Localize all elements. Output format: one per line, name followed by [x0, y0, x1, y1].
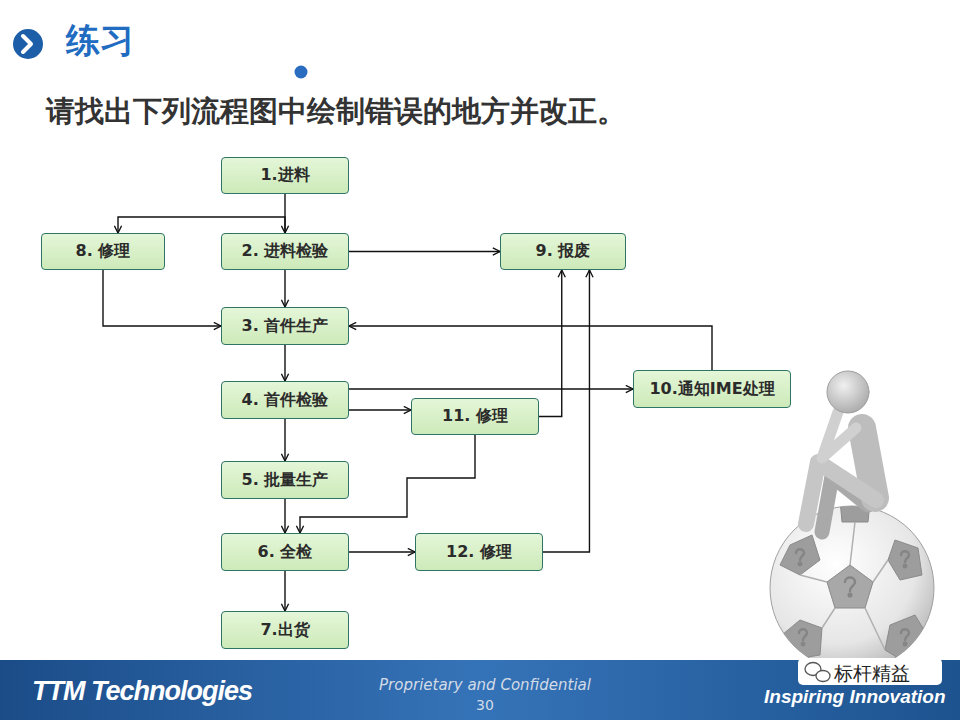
company-logo: TTM Technologies	[32, 676, 252, 707]
flow-arrow	[543, 270, 589, 552]
box-label: 5. 批量生产	[242, 470, 329, 491]
wechat-icon	[805, 663, 830, 682]
flow-arrow	[118, 217, 285, 233]
flow-arrow	[284, 419, 285, 461]
box-label: 7.出货	[260, 620, 309, 641]
flow-arrow	[284, 270, 285, 307]
flow-arrow	[349, 551, 415, 552]
flow-arrow	[103, 270, 221, 326]
company-slogan: Inspiring Innovation	[764, 686, 946, 708]
process-box: 11. 修理	[411, 398, 539, 435]
process-box: 7.出货	[221, 611, 349, 649]
page-number: 30	[435, 697, 535, 713]
flow-arrow	[539, 270, 562, 417]
ball-patch	[782, 620, 822, 660]
ball-patch	[888, 540, 922, 580]
flow-arrow	[349, 251, 500, 252]
process-box: 4. 首件检验	[221, 381, 349, 419]
box-label: 8. 修理	[76, 241, 131, 262]
process-box: 12. 修理	[415, 533, 543, 571]
process-box: 10.通知IME处理	[633, 370, 791, 408]
box-label: 6. 全检	[258, 542, 313, 563]
process-box: 5. 批量生产	[221, 461, 349, 499]
ball-patch	[780, 535, 820, 575]
header-icon	[13, 29, 43, 59]
box-label: 2. 进料检验	[242, 241, 329, 262]
ball	[770, 506, 934, 670]
box-label: 4. 首件检验	[242, 390, 329, 411]
box-label: 12. 修理	[446, 542, 512, 563]
flow-arrow	[349, 409, 411, 410]
box-label: 11. 修理	[442, 406, 508, 427]
slide-title: 练习	[66, 18, 134, 64]
ball-patch	[827, 565, 873, 608]
process-box: 9. 报废	[500, 233, 626, 270]
ball-patch	[885, 615, 930, 665]
title-rule-dot	[295, 66, 308, 79]
process-box: 3. 首件生产	[221, 307, 349, 345]
question-marks	[796, 549, 909, 645]
ball-seams	[800, 522, 888, 650]
flow-arrow	[284, 345, 285, 381]
box-label: 10.通知IME处理	[649, 379, 774, 400]
confidential-note: Proprietary and Confidential	[335, 676, 635, 694]
process-box: 6. 全检	[221, 533, 349, 571]
icon-circle	[13, 29, 43, 59]
flow-arrow	[349, 388, 633, 389]
footer-bar	[0, 660, 960, 720]
process-box: 2. 进料检验	[221, 233, 349, 270]
box-label: 1.进料	[260, 165, 309, 186]
process-box: 8. 修理	[41, 233, 165, 270]
ball-illustration	[770, 371, 934, 670]
box-label: 3. 首件生产	[242, 316, 329, 337]
flow-arrow	[284, 571, 285, 611]
figure-arm	[822, 412, 856, 458]
watermark-text: 标杆精益	[834, 661, 910, 687]
box-label: 9. 报废	[536, 241, 591, 262]
title-rule	[45, 71, 300, 74]
flow-arrow	[284, 499, 285, 533]
icon-chevron	[23, 36, 31, 52]
figure-leg	[806, 462, 876, 524]
flow-arrow	[349, 326, 712, 370]
process-box: 1.进料	[221, 157, 349, 194]
instruction-text: 请找出下列流程图中绘制错误的地方并改正。	[46, 92, 626, 132]
thinker-figure	[806, 371, 876, 532]
figure-head	[827, 371, 869, 413]
